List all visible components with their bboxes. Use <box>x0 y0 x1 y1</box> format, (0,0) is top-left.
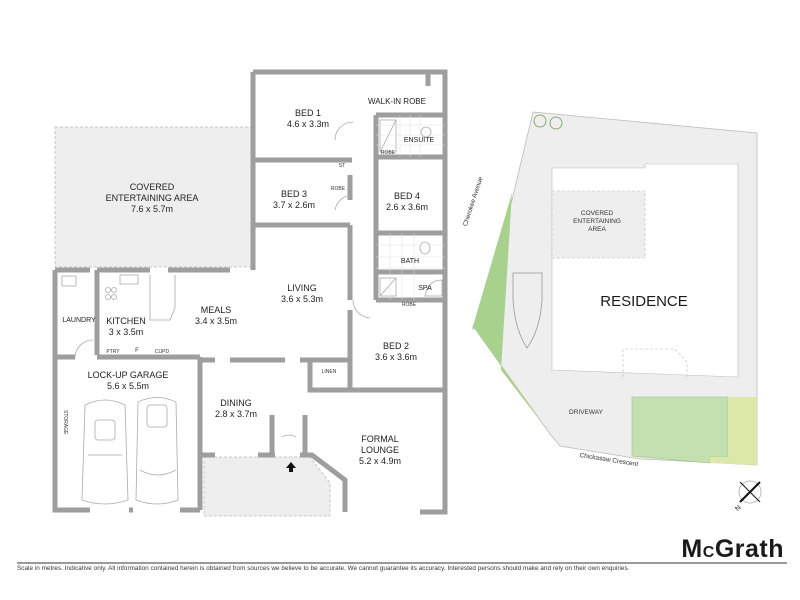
label-robe-ensuite: ROBE <box>380 150 396 156</box>
boat-icon <box>512 272 543 349</box>
room-name: LIVING <box>287 283 317 293</box>
room-name-line2: LOUNGE <box>360 445 399 455</box>
room-dims: 5.2 x 4.9m <box>358 456 402 466</box>
covered-line3: AREA <box>588 226 606 233</box>
logo-grath: Grath <box>714 535 784 563</box>
logo-m: M <box>681 535 703 563</box>
label-st: ST <box>338 163 346 169</box>
room-dims: 3.7 x 2.6m <box>272 200 316 210</box>
compass-icon <box>738 480 762 504</box>
room-name: MEALS <box>200 305 232 315</box>
room-garage: LOCK-UP GARAGE 5.6 x 5.5m <box>88 370 169 392</box>
label-linen: LINEN <box>321 369 337 375</box>
logo-c: C <box>702 544 715 561</box>
room-name: BED 3 <box>280 189 307 199</box>
room-dims: 5.6 x 5.5m <box>106 381 150 391</box>
room-dims: 7.6 x 5.7m <box>130 204 174 214</box>
room-name: BATH <box>400 258 420 265</box>
room-bath: BATH <box>401 256 419 267</box>
room-dims: 3 x 3.5m <box>108 327 144 337</box>
room-dims: 4.6 x 3.3m <box>286 119 330 129</box>
mcgrath-logo: MCGrath <box>681 535 784 564</box>
room-name: DINING <box>220 398 252 408</box>
verge-left <box>473 193 548 431</box>
room-name: ENSUITE <box>403 137 435 144</box>
room-bed2: BED 2 3.6 x 3.6m <box>375 341 417 363</box>
room-living: LIVING 3.6 x 5.3m <box>281 283 323 305</box>
room-name: SPA <box>418 285 432 292</box>
covered-area-label: COVERED ENTERTAINING AREA <box>573 210 621 234</box>
room-name-line2: ENTERTAINING AREA <box>105 193 199 203</box>
room-covered-entertaining: COVERED ENTERTAINING AREA 7.6 x 5.7m <box>106 182 199 215</box>
label-storage: STORAGE <box>62 410 68 435</box>
label-cupboard: CUPD <box>154 349 170 355</box>
room-dims: 3.4 x 3.5m <box>194 316 238 326</box>
disclaimer-text: Scale in metres. Indicative only. All in… <box>17 565 630 572</box>
room-ensuite: ENSUITE <box>404 135 434 146</box>
entry-arrow-icon <box>286 462 296 472</box>
room-kitchen: KITCHEN 3 x 3.5m <box>106 316 146 338</box>
residence-label: RESIDENCE <box>600 293 688 310</box>
room-bed1: BED 1 4.6 x 3.3m <box>287 108 329 130</box>
room-name: BED 2 <box>382 341 409 351</box>
room-bed4: BED 4 2.6 x 3.6m <box>386 191 428 213</box>
label-robe-bed3: ROBE <box>330 186 346 192</box>
room-spa: SPA <box>418 283 432 294</box>
room-name: LOCK-UP GARAGE <box>87 370 169 380</box>
room-name: COVERED <box>129 182 175 192</box>
tree-icon <box>549 116 563 130</box>
lawn-side <box>710 397 757 465</box>
label-fridge: F <box>135 348 139 354</box>
room-dims: 2.6 x 3.6m <box>385 202 429 212</box>
covered-line2: ENTERTAINING <box>573 218 621 225</box>
room-walkin-robe: WALK-IN ROBE <box>368 96 426 107</box>
tree-icon <box>533 114 547 128</box>
room-meals: MEALS 3.4 x 3.5m <box>195 305 237 327</box>
driveway-label: DRIVEWAY <box>569 409 603 416</box>
label-robe-bed2: ROBE <box>401 302 417 308</box>
room-name: BED 4 <box>393 191 420 201</box>
room-laundry: LAUNDRY <box>62 315 95 326</box>
footer-rule <box>17 562 787 564</box>
room-bed3: BED 3 3.7 x 2.6m <box>273 189 315 211</box>
room-name: KITCHEN <box>106 316 146 326</box>
room-name: LAUNDRY <box>62 317 96 324</box>
room-dims: 2.8 x 3.7m <box>214 409 258 419</box>
covered-line1: COVERED <box>580 210 614 217</box>
floor-plan <box>52 69 448 517</box>
label-pantry: PTRY <box>106 349 120 355</box>
room-name: FORMAL <box>361 434 399 444</box>
lawn-front <box>631 396 729 464</box>
room-dims: 3.6 x 5.3m <box>280 294 324 304</box>
room-name: BED 1 <box>294 108 321 118</box>
room-name: WALK-IN ROBE <box>368 97 426 106</box>
room-dims: 3.6 x 3.6m <box>374 352 418 362</box>
site-plan <box>472 111 762 504</box>
room-dining: DINING 2.8 x 3.7m <box>215 398 257 420</box>
room-formal-lounge: FORMAL LOUNGE 5.2 x 4.9m <box>359 434 401 467</box>
